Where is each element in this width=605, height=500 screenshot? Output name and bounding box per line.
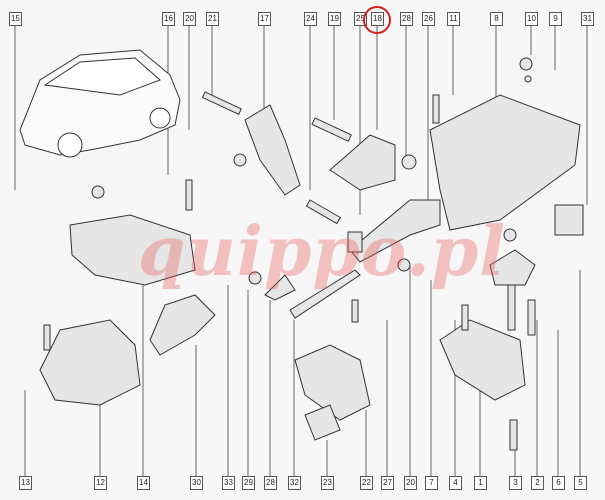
callout-26: 26: [422, 12, 435, 26]
callout-12: 12: [94, 476, 107, 490]
callout-16: 16: [162, 12, 175, 26]
callout-10: 10: [525, 12, 538, 26]
callout-21: 21: [206, 12, 219, 26]
right-mount: [439, 319, 526, 401]
callout-1: 1: [474, 476, 487, 490]
reaction-rod: [349, 199, 441, 263]
callout-24: 24: [304, 12, 317, 26]
torque-rod-18: [329, 134, 396, 191]
bracket-30: [149, 294, 216, 356]
mount-23: [304, 404, 341, 441]
part-31: [554, 204, 584, 236]
callout-33: 33: [222, 476, 235, 490]
bracket-17: [244, 104, 301, 196]
parts: [19, 49, 584, 451]
callout-5: 5: [574, 476, 587, 490]
callout-9: 9: [549, 12, 562, 26]
left-bracket: [69, 214, 196, 286]
callout-27: 27: [381, 476, 394, 490]
callout-4: 4: [449, 476, 462, 490]
mount-5: [489, 249, 536, 286]
callout-8: 8: [490, 12, 503, 26]
callout-3: 3: [509, 476, 522, 490]
callout-23: 23: [321, 476, 334, 490]
callout-19: 19: [328, 12, 341, 26]
callout-2: 2: [531, 476, 544, 490]
callout-15: 15: [9, 12, 22, 26]
callout-13: 13: [19, 476, 32, 490]
callout-11: 11: [447, 12, 460, 26]
mount-22: [294, 344, 371, 421]
watermark: quippo.pl: [138, 212, 507, 292]
callout-29: 29: [242, 476, 255, 490]
callout-20: 20: [404, 476, 417, 490]
callout-6: 6: [552, 476, 565, 490]
highlight-circle: [363, 6, 391, 34]
callout-30: 30: [190, 476, 203, 490]
callout-32: 32: [288, 476, 301, 490]
gearbox-mount: [39, 319, 141, 406]
callout-22: 22: [360, 476, 373, 490]
callout-17: 17: [258, 12, 271, 26]
callout-28: 28: [400, 12, 413, 26]
battery-tray-8: [429, 94, 581, 231]
callout-28: 28: [264, 476, 277, 490]
callout-31: 31: [581, 12, 594, 26]
callout-7: 7: [425, 476, 438, 490]
callout-14: 14: [137, 476, 150, 490]
callout-20: 20: [183, 12, 196, 26]
